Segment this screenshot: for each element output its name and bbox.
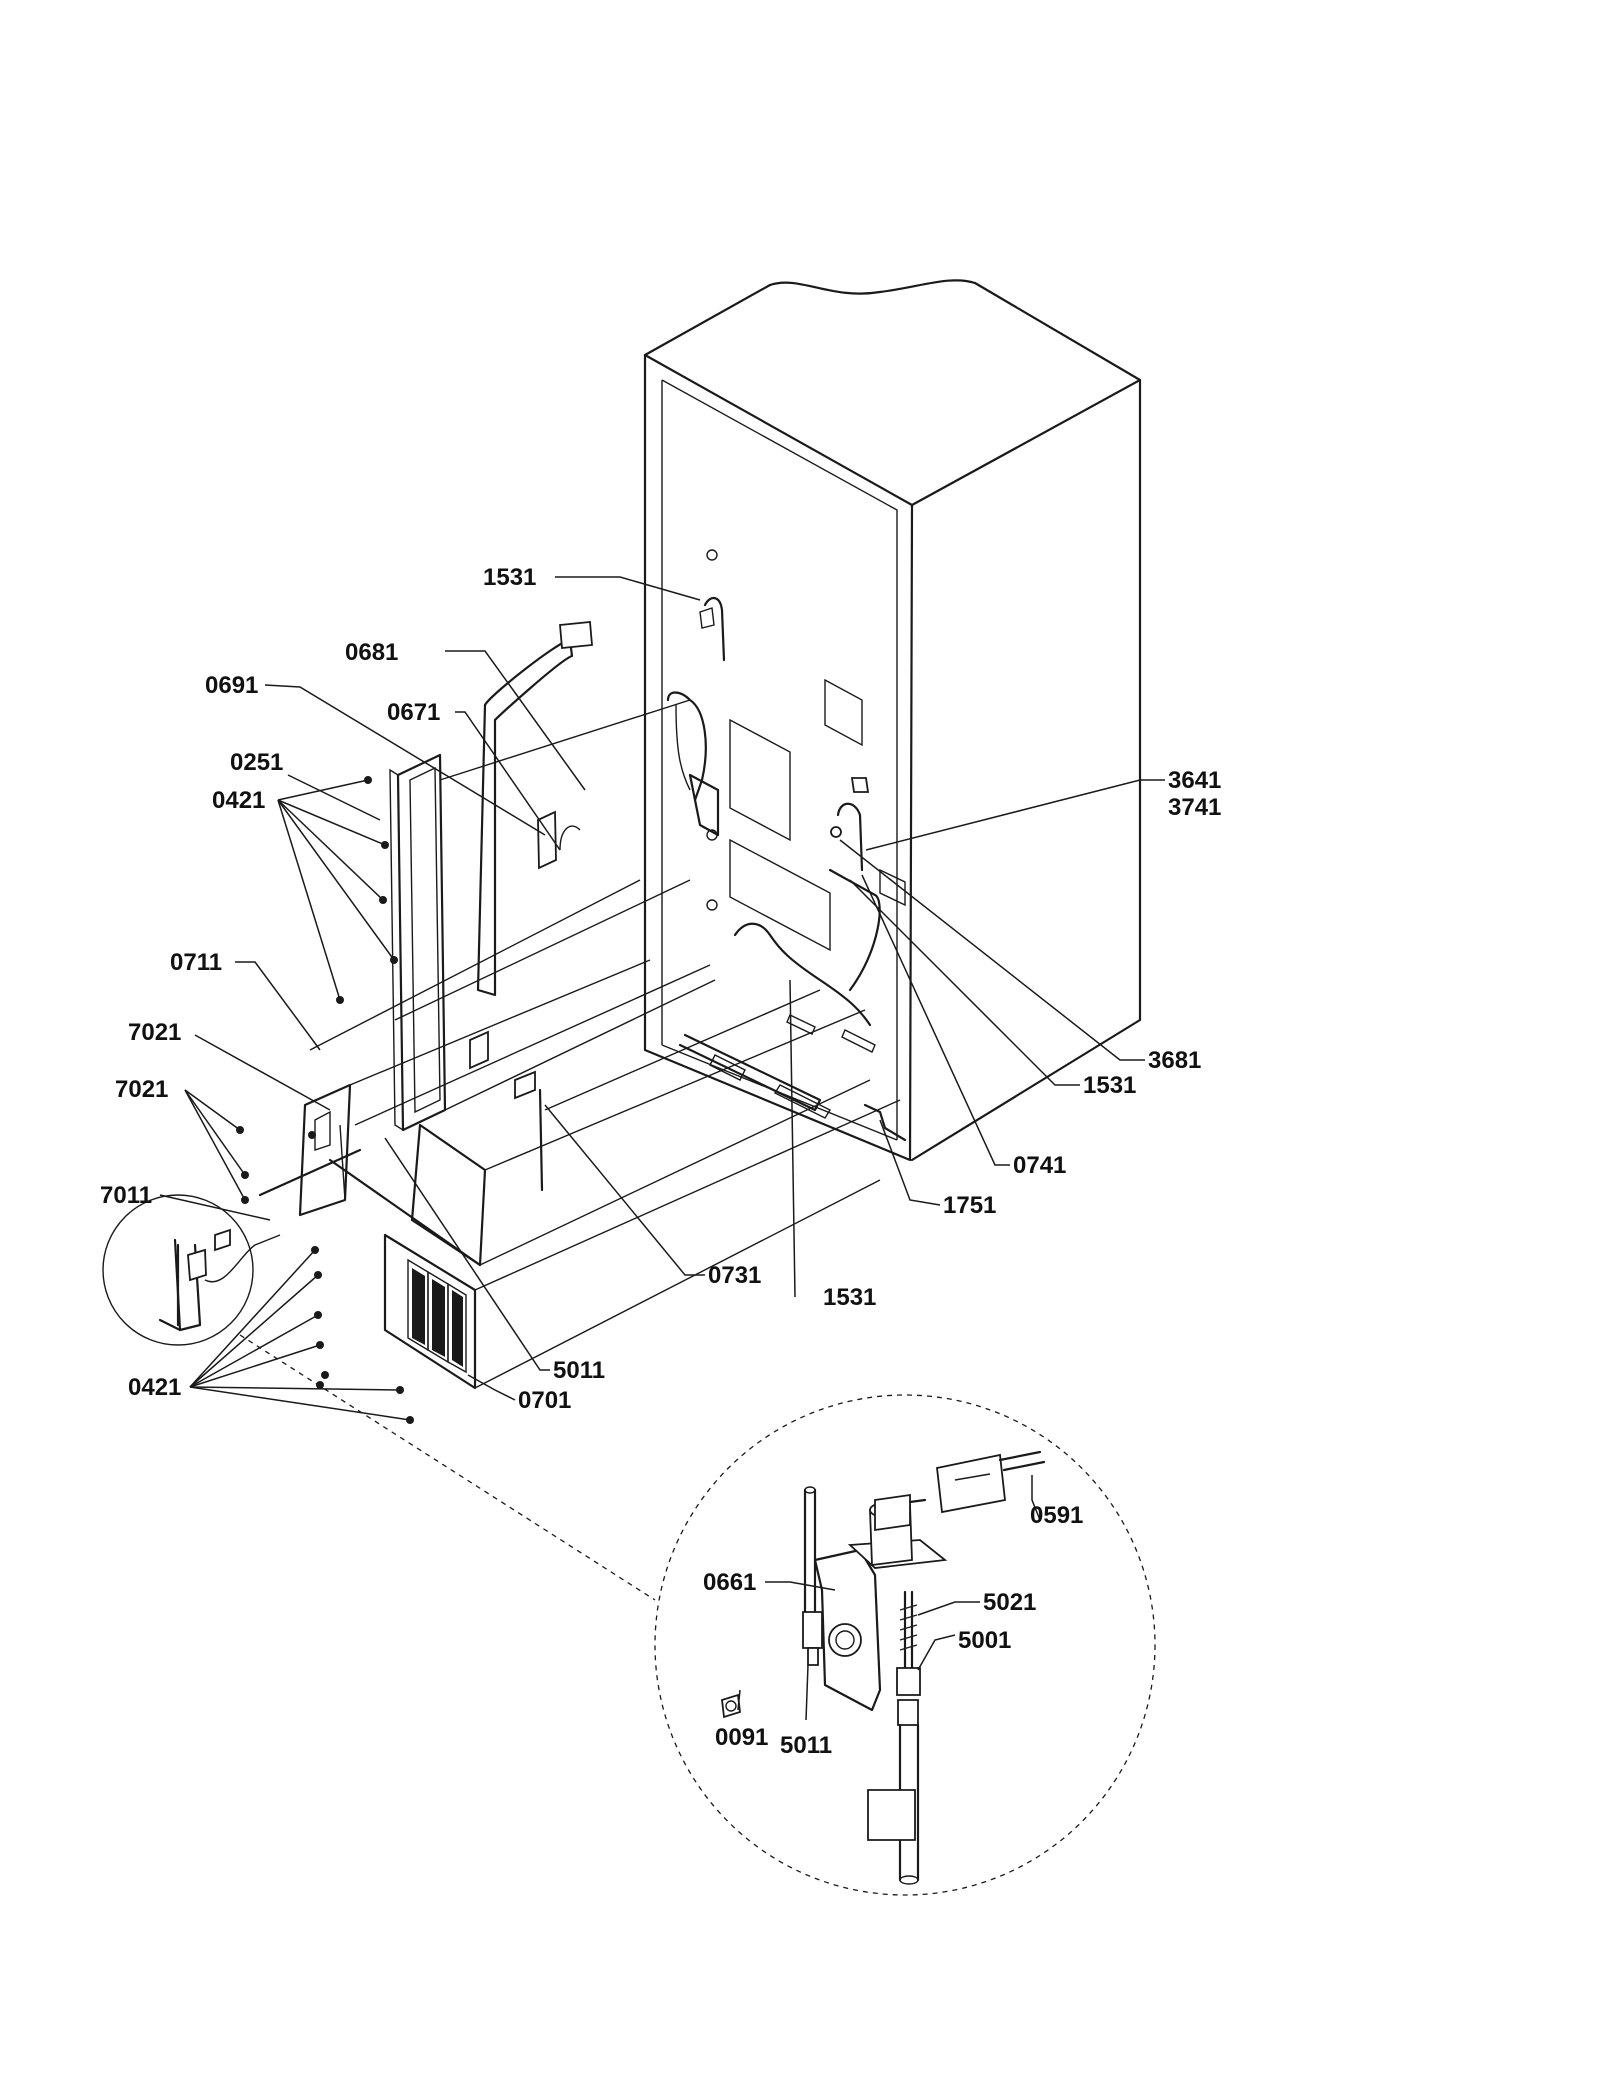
label-3681: 3681 [1148,1047,1201,1074]
label-7021-b: 7021 [115,1076,168,1103]
callout-labels: 1531 0681 0691 0671 0251 0421 0711 7021 … [100,564,1221,1759]
valve-detail-view [654,1394,1156,1896]
label-5011-detail: 5011 [780,1732,832,1759]
explosion-guide-lines [309,699,901,1389]
label-0661: 0661 [703,1569,756,1596]
refrigerator-cabinet [643,279,1142,1162]
label-0091: 0091 [715,1724,768,1751]
detail-connector [239,1334,656,1601]
label-1531-bottom: 1531 [823,1284,876,1311]
label-0731: 0731 [708,1262,761,1289]
label-1751: 1751 [943,1192,996,1219]
leader-lines [159,576,1165,1721]
label-3641: 3641 [1168,767,1221,794]
label-1531-right: 1531 [1083,1072,1136,1099]
label-1531-top: 1531 [483,564,536,591]
label-0421-top: 0421 [212,787,265,814]
label-5001: 5001 [958,1627,1011,1654]
drain-pan-assembly [389,753,447,1132]
label-5011-main: 5011 [553,1357,605,1384]
label-0681: 0681 [345,639,398,666]
label-5021: 5021 [983,1589,1036,1616]
vent-grille [383,1233,477,1390]
label-0671: 0671 [387,699,440,726]
label-7021-a: 7021 [128,1019,181,1046]
label-0421-bottom: 0421 [128,1374,181,1401]
label-0251: 0251 [230,749,283,776]
label-0741: 0741 [1013,1152,1066,1179]
valve-small-detail [102,1194,281,1346]
label-0591: 0591 [1030,1502,1083,1529]
water-valve-bracket [469,621,593,1192]
label-0711: 0711 [170,949,222,976]
label-7011: 7011 [100,1182,152,1209]
label-3741: 3741 [1168,794,1221,821]
screw-markers [236,776,414,1424]
label-0691: 0691 [205,672,258,699]
label-0701: 0701 [518,1387,571,1414]
